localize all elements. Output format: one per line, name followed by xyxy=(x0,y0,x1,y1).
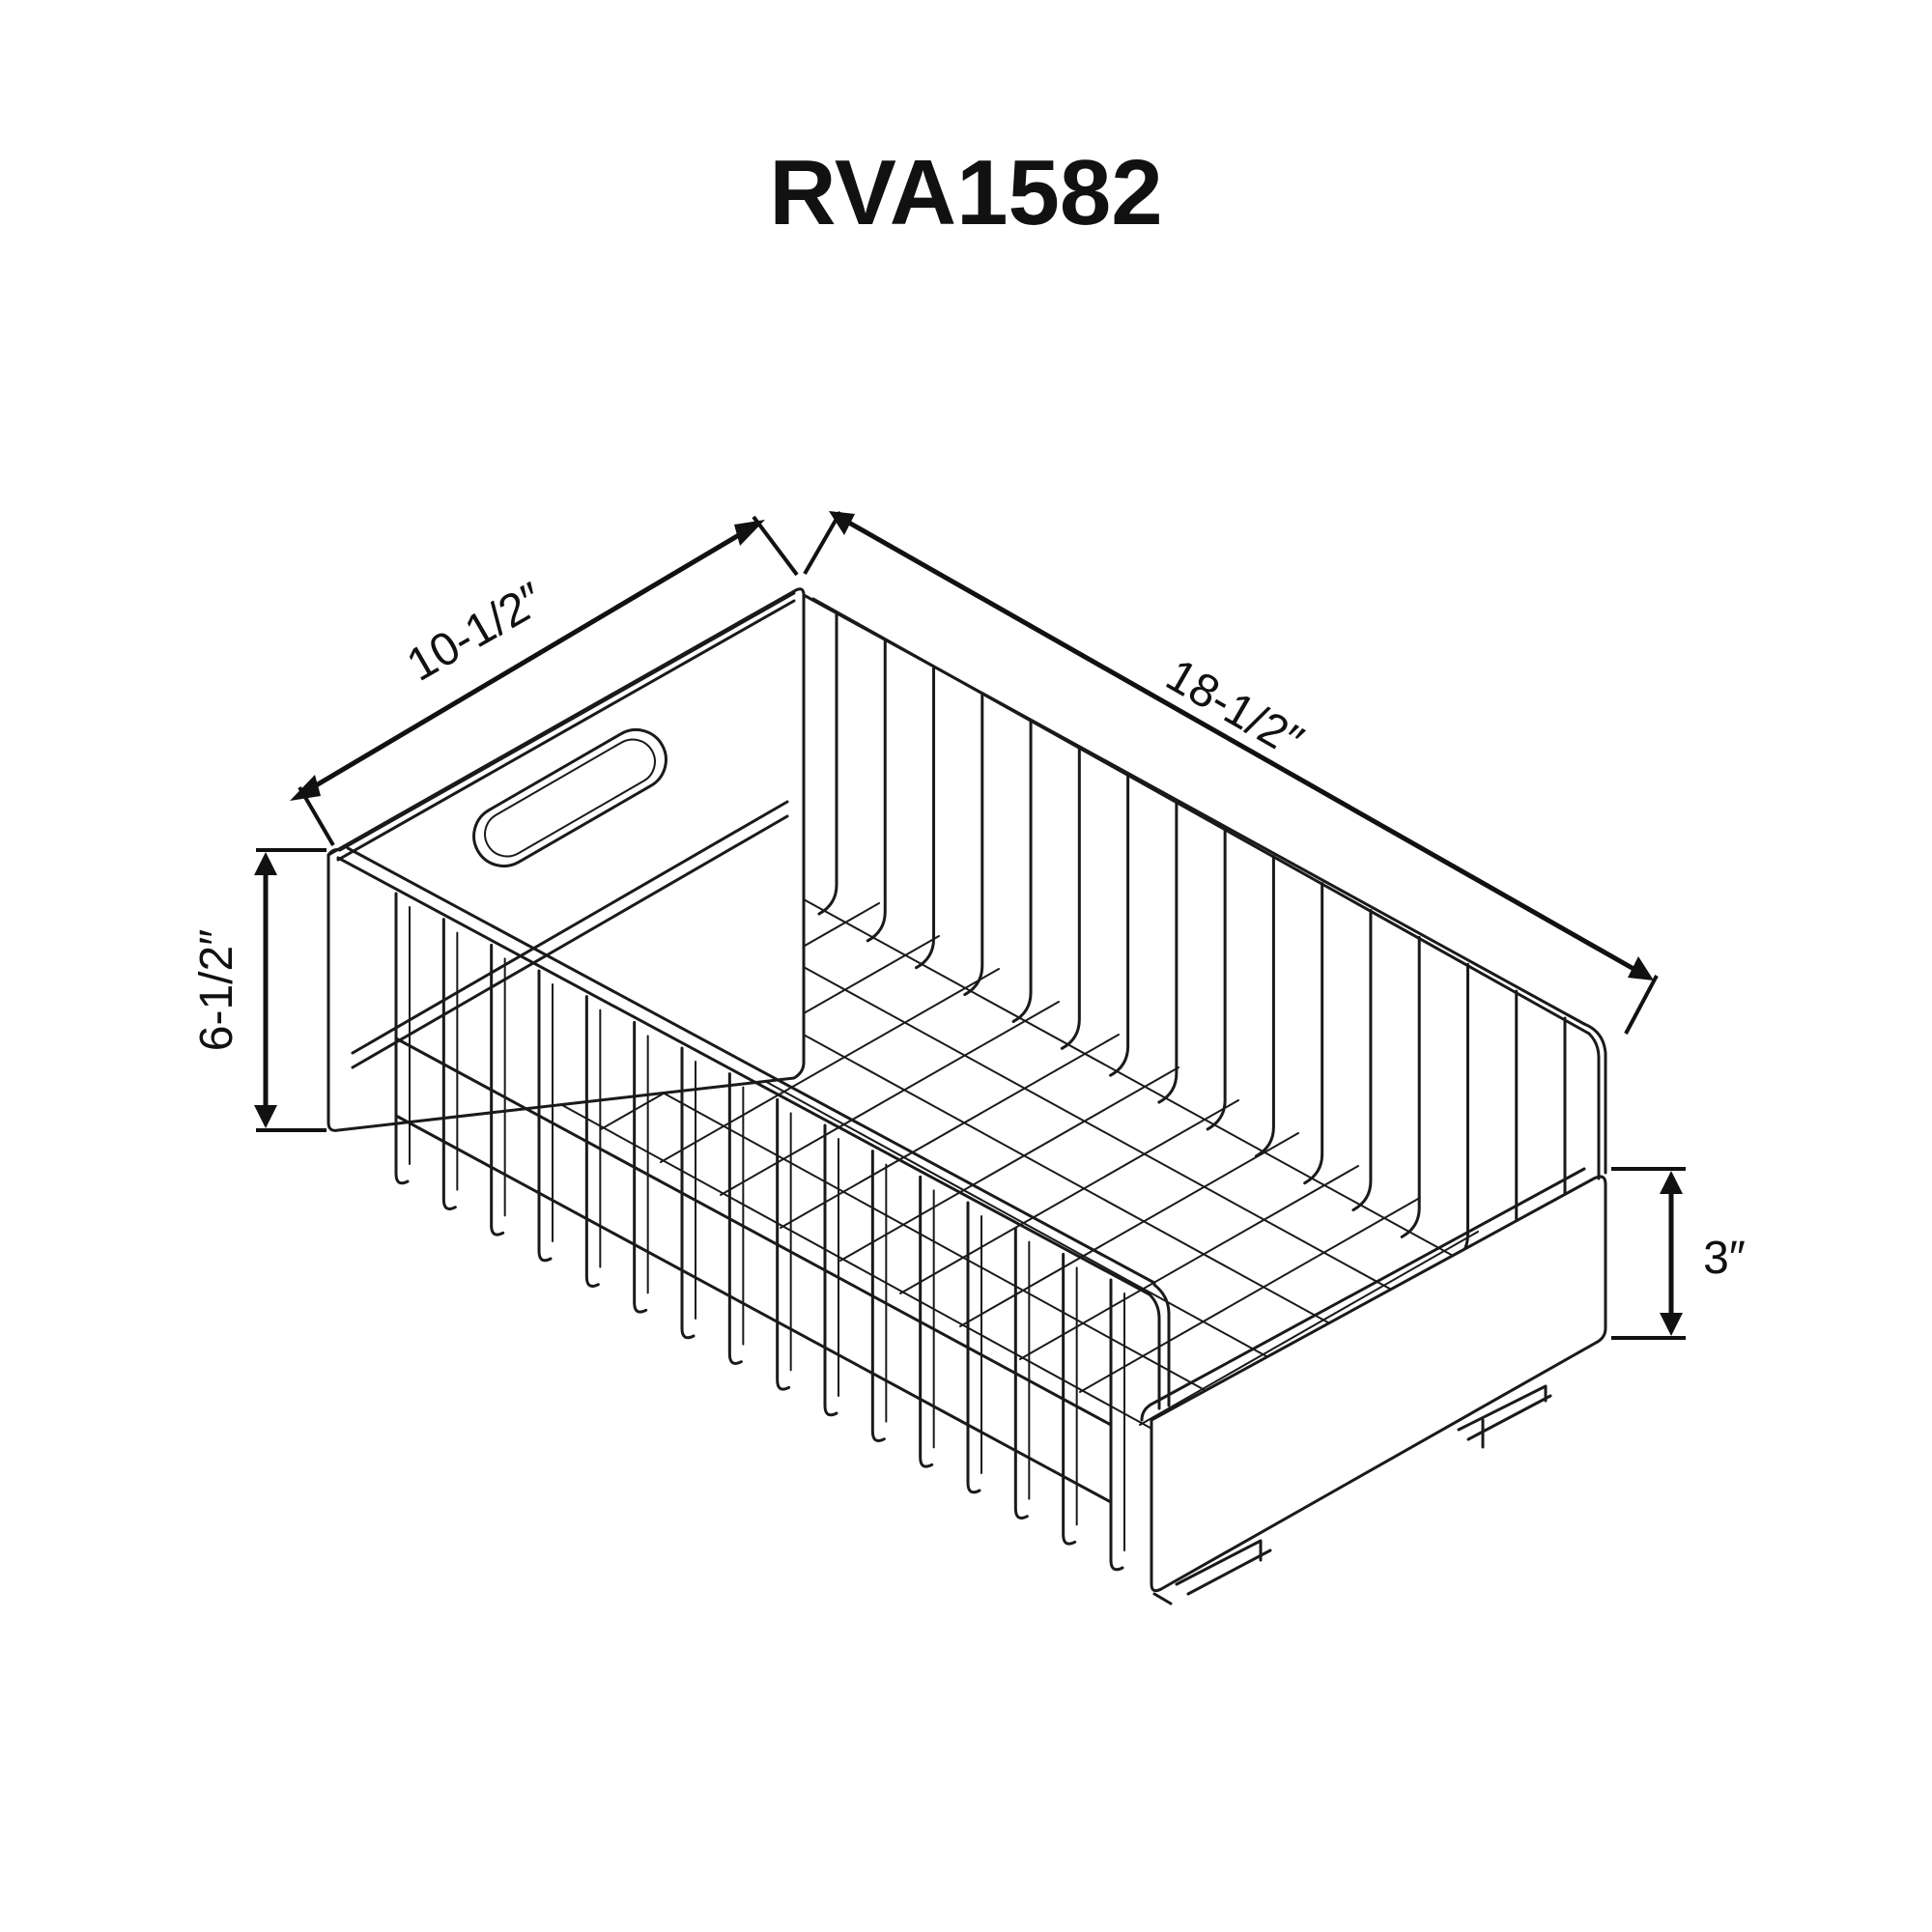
floor-cross-wire xyxy=(839,1066,1179,1262)
front-wall-wire xyxy=(537,969,553,1263)
front-height-label: 3″ xyxy=(1703,1233,1746,1284)
back-wall-wire xyxy=(1303,882,1324,1185)
floor-cross-wire xyxy=(1079,1198,1419,1393)
basket-runners xyxy=(1152,1384,1552,1605)
dimension-front-height: 3″ xyxy=(1611,1167,1746,1340)
back-wall-wire xyxy=(915,667,936,970)
front-wall-rail xyxy=(394,1114,1113,1504)
front-wall-wire xyxy=(919,1175,934,1468)
front-wall-wire xyxy=(870,1150,886,1442)
back-wall-wire xyxy=(1400,935,1421,1238)
back-wall-wire xyxy=(1448,962,1469,1265)
depth-label: 10-1/2″ xyxy=(399,573,553,691)
arrowhead xyxy=(290,775,321,801)
back-wall-wire xyxy=(1254,855,1275,1158)
front-wall-wire xyxy=(727,1072,743,1365)
floor-cross-wire xyxy=(780,1034,1120,1229)
basket-front-wall xyxy=(394,892,1125,1572)
floor-cross-wire xyxy=(1139,1231,1479,1426)
front-wall-wire xyxy=(584,995,600,1288)
back-wall-wire xyxy=(817,612,838,916)
right-end-panel xyxy=(1140,1022,1607,1593)
left-end-panel xyxy=(327,587,806,1132)
back-wall-wire xyxy=(963,694,984,997)
arrowhead xyxy=(829,511,855,535)
floor-cross-wire xyxy=(660,968,1000,1163)
front-wall-wire xyxy=(1013,1227,1029,1520)
back-wall-wire xyxy=(1011,720,1033,1023)
front-wall-wire xyxy=(394,892,410,1185)
height-label: 6-1/2″ xyxy=(191,929,242,1051)
product-title: RVA1582 xyxy=(769,141,1162,244)
arrowhead xyxy=(1628,956,1654,980)
front-wall-rail xyxy=(394,1037,1113,1427)
arrowhead xyxy=(254,852,277,875)
arrowhead xyxy=(1660,1171,1683,1194)
top-rails xyxy=(336,593,1591,1296)
back-wall-wire xyxy=(866,639,887,943)
front-wall-wire xyxy=(633,1020,648,1314)
wire-basket xyxy=(327,587,1607,1605)
front-wall-wire xyxy=(441,918,457,1210)
handle-cutout xyxy=(472,728,668,867)
back-wall-wire xyxy=(1109,774,1130,1077)
front-wall-wire xyxy=(680,1046,696,1340)
arrowhead xyxy=(1660,1313,1683,1336)
front-wall-wire xyxy=(1062,1252,1077,1546)
back-wall-wire xyxy=(1060,747,1081,1050)
front-wall-wire xyxy=(966,1201,981,1494)
front-wall-wire xyxy=(1109,1278,1124,1572)
front-wall-wire xyxy=(490,943,505,1236)
back-wall-wire xyxy=(1157,801,1179,1104)
front-wall-wire xyxy=(823,1123,838,1417)
dimension-height: 6-1/2″ xyxy=(191,848,327,1132)
floor-cross-wire xyxy=(899,1099,1239,1294)
front-wall-wire xyxy=(776,1097,791,1391)
arrowhead xyxy=(734,520,765,546)
back-wall-wire xyxy=(1351,909,1373,1212)
arrowhead xyxy=(254,1105,277,1128)
back-wall-wire xyxy=(1206,828,1227,1131)
